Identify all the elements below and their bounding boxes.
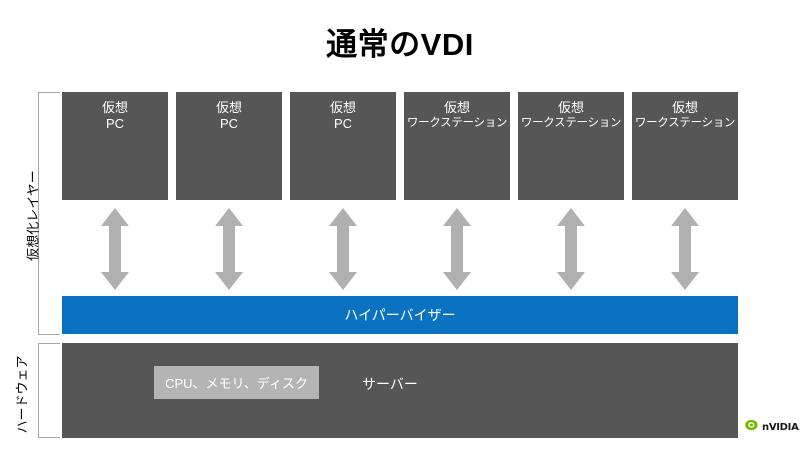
hardware-layer-label: ハードウェア	[14, 355, 30, 434]
virtualization-layer-label: 仮想化レイヤー	[25, 170, 41, 261]
vm-box-line2: PC	[333, 116, 353, 132]
vm-box-line1: 仮想	[443, 100, 470, 115]
hypervisor-label: ハイパーバイザー	[344, 307, 456, 323]
double-headed-vertical-arrow-icon-4	[442, 208, 472, 290]
hypervisor-bar[interactable]: ハイパーバイザー	[62, 296, 738, 334]
vm-box-2[interactable]: 仮想 PC	[176, 92, 282, 200]
vm-box-line1: 仮想	[329, 100, 356, 115]
vm-box-6[interactable]: 仮想 ワークステーション	[632, 92, 738, 200]
double-headed-vertical-arrow-icon-1	[100, 208, 130, 290]
vm-box-4[interactable]: 仮想 ワークステーション	[404, 92, 510, 200]
vm-box-5[interactable]: 仮想 ワークステーション	[518, 92, 624, 200]
vm-box-line1: 仮想	[101, 100, 128, 115]
cpu-memory-disk-label: CPU、メモリ、ディスク	[165, 376, 308, 391]
page-title: 通常のVDI	[326, 27, 474, 62]
vm-box-1[interactable]: 仮想 PC	[62, 92, 168, 200]
server-block[interactable]: CPU、メモリ、ディスク サーバー	[62, 343, 738, 438]
vm-box-3[interactable]: 仮想 PC	[290, 92, 396, 200]
nvidia-logo: nVIDIA.	[744, 418, 800, 436]
nvidia-eye-icon	[744, 418, 759, 436]
cpu-memory-disk-chip[interactable]: CPU、メモリ、ディスク	[154, 366, 319, 399]
vm-box-line2: PC	[219, 116, 239, 132]
vm-box-line2: ワークステーション	[406, 117, 508, 130]
vm-box-line1: 仮想	[557, 100, 584, 115]
vm-box-row: 仮想 PC 仮想 PC 仮想 PC 仮想 ワークステーション 仮想 ワークステー…	[62, 92, 738, 200]
nvidia-wordmark: nVIDIA.	[762, 421, 800, 433]
double-headed-vertical-arrow-icon-6	[670, 208, 700, 290]
vm-box-line2: ワークステーション	[634, 117, 736, 130]
virtualization-layer-bracket	[38, 92, 60, 335]
vm-box-line1: 仮想	[215, 100, 242, 115]
hardware-layer-bracket	[38, 343, 60, 438]
vm-box-line1: 仮想	[671, 100, 698, 115]
server-label: サーバー	[362, 376, 418, 392]
double-headed-vertical-arrow-icon-3	[328, 208, 358, 290]
vm-box-line2: ワークステーション	[520, 117, 622, 130]
double-headed-vertical-arrow-icon-5	[556, 208, 586, 290]
vm-box-line2: PC	[105, 116, 125, 132]
double-headed-vertical-arrow-icon-2	[214, 208, 244, 290]
